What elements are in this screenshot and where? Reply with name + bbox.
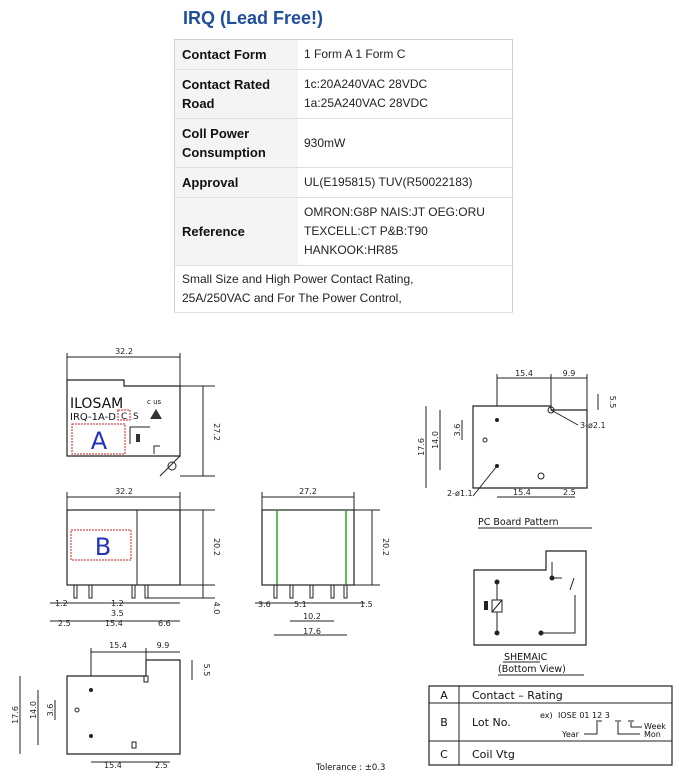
legend-key-b: B xyxy=(440,716,448,729)
pcb-dim-3: 5.5 xyxy=(608,396,617,409)
schematic: SHEMAIC (Bottom View) xyxy=(473,550,587,676)
legend-example: IOSE 01 12 3 xyxy=(558,711,610,720)
top-height-dim: 27.2 xyxy=(212,423,221,441)
side-height-dim: 20.2 xyxy=(381,538,390,556)
pcb-dim-6: 3.6 xyxy=(453,424,462,437)
bottom-dim-7: 15.4 xyxy=(104,761,122,770)
page-title: IRQ (Lead Free!) xyxy=(183,8,324,28)
box-a-label: A xyxy=(91,427,108,455)
pcb-hole-small: 2-ø1.1 xyxy=(447,489,473,498)
ul-mark: c us xyxy=(147,398,162,406)
front-dim-4: 2.5 xyxy=(58,619,71,628)
box-b-label: B xyxy=(95,533,111,561)
legend-text-b: Lot No. xyxy=(472,716,511,729)
front-dim-5: 15.4 xyxy=(105,619,123,628)
pcb-dim-8: 2.5 xyxy=(563,488,576,497)
side-dim-4: 10.2 xyxy=(303,612,321,621)
pcb-dim-5: 17.6 xyxy=(417,438,426,456)
pcb-dim-7: 15.4 xyxy=(513,488,531,497)
legend-key-a: A xyxy=(440,689,448,702)
tolerance-note: Tolerance : ±0.3 xyxy=(315,763,385,773)
schematic-title: SHEMAIC xyxy=(504,652,548,663)
side-dim-1: 3.6 xyxy=(258,600,271,609)
technical-drawing: 32.2 27.2 ILOSAM IRQ-1A-D C S c us A xyxy=(11,347,673,773)
bottom-dim-6: 3.6 xyxy=(46,704,55,717)
legend-key-c: C xyxy=(440,748,448,761)
front-dim-3: 3.5 xyxy=(111,609,124,618)
spec-value: UL(E195815) TUV(R50022183) xyxy=(298,167,513,198)
pcb-dim-4: 14.0 xyxy=(431,431,440,449)
pcb-dim-2: 9.9 xyxy=(563,369,576,378)
legend-table: A Contact – Rating B Lot No. ex) IOSE 01… xyxy=(428,685,673,766)
pcb-title: PC Board Pattern xyxy=(478,517,559,528)
schematic-subtitle: (Bottom View) xyxy=(498,664,566,675)
pcb-dim-1: 15.4 xyxy=(515,369,533,378)
bottom-dim-3: 5.5 xyxy=(202,664,211,677)
legend-week: Week xyxy=(644,722,666,731)
legend-text-c: Coil Vtg xyxy=(472,748,515,761)
warning-triangle-icon xyxy=(150,409,162,419)
spec-note: Small Size and High Power Contact Rating… xyxy=(174,265,513,313)
spec-row-note: Small Size and High Power Contact Rating… xyxy=(174,265,513,313)
spec-value: 1 Form A 1 Form C xyxy=(298,39,513,70)
bottom-view: 15.4 9.9 5.5 17.6 14.0 3.6 15.4 2.5 xyxy=(11,641,211,770)
spec-row-approval: Approval UL(E195815) TUV(R50022183) xyxy=(174,167,513,198)
side-width-dim: 27.2 xyxy=(299,487,317,496)
side-dim-5: 17.6 xyxy=(303,627,321,636)
bottom-dim-8: 2.5 xyxy=(155,761,168,770)
pcb-pattern: 15.4 9.9 5.5 14.0 17.6 3.6 3-ø2.1 2-ø1.1… xyxy=(417,369,617,529)
legend-example-prefix: ex) xyxy=(540,711,553,720)
side-view: 27.2 20.2 3.6 5.1 1.5 10.2 17.6 xyxy=(255,487,390,636)
side-dim-2: 5.1 xyxy=(294,600,307,609)
spec-value: 930mW xyxy=(298,118,513,168)
bottom-dim-1: 15.4 xyxy=(109,641,127,650)
top-width-dim: 32.2 xyxy=(115,347,133,356)
marker-c: C xyxy=(121,412,127,422)
spec-label: Approval xyxy=(174,167,298,198)
front-width-dim: 32.2 xyxy=(115,487,133,496)
bottom-dim-4: 17.6 xyxy=(11,706,20,724)
model-label: IRQ-1A-D xyxy=(70,412,116,423)
front-height-dim: 20.2 xyxy=(212,538,221,556)
side-dim-3: 1.5 xyxy=(360,600,373,609)
legend-mon: Mon xyxy=(644,730,661,739)
bottom-dim-2: 9.9 xyxy=(157,641,170,650)
spec-row-contact-form: Contact Form 1 Form A 1 Form C xyxy=(174,39,513,70)
spec-label: Contact Form xyxy=(174,39,298,70)
pcb-hole-large: 3-ø2.1 xyxy=(580,421,606,430)
brand-label: ILOSAM xyxy=(70,396,123,412)
pin-length-dim: 4.0 xyxy=(212,602,221,615)
spec-table: Contact Form 1 Form A 1 Form C Contact R… xyxy=(174,39,513,313)
legend-text-a: Contact – Rating xyxy=(472,689,563,702)
front-view: 32.2 B 20.2 4.0 1.2 1.2 3.5 2.5 15.4 6.6 xyxy=(50,487,221,628)
top-view: 32.2 27.2 ILOSAM IRQ-1A-D C S c us A xyxy=(66,347,221,477)
legend-year: Year xyxy=(561,730,580,739)
front-dim-6: 6.6 xyxy=(158,619,171,628)
drawing-lines: 32.2 27.2 ILOSAM IRQ-1A-D C S c us A xyxy=(11,347,673,773)
spec-label: Reference xyxy=(174,197,298,266)
bottom-dim-5: 14.0 xyxy=(29,701,38,719)
marker-s: S xyxy=(133,412,139,422)
